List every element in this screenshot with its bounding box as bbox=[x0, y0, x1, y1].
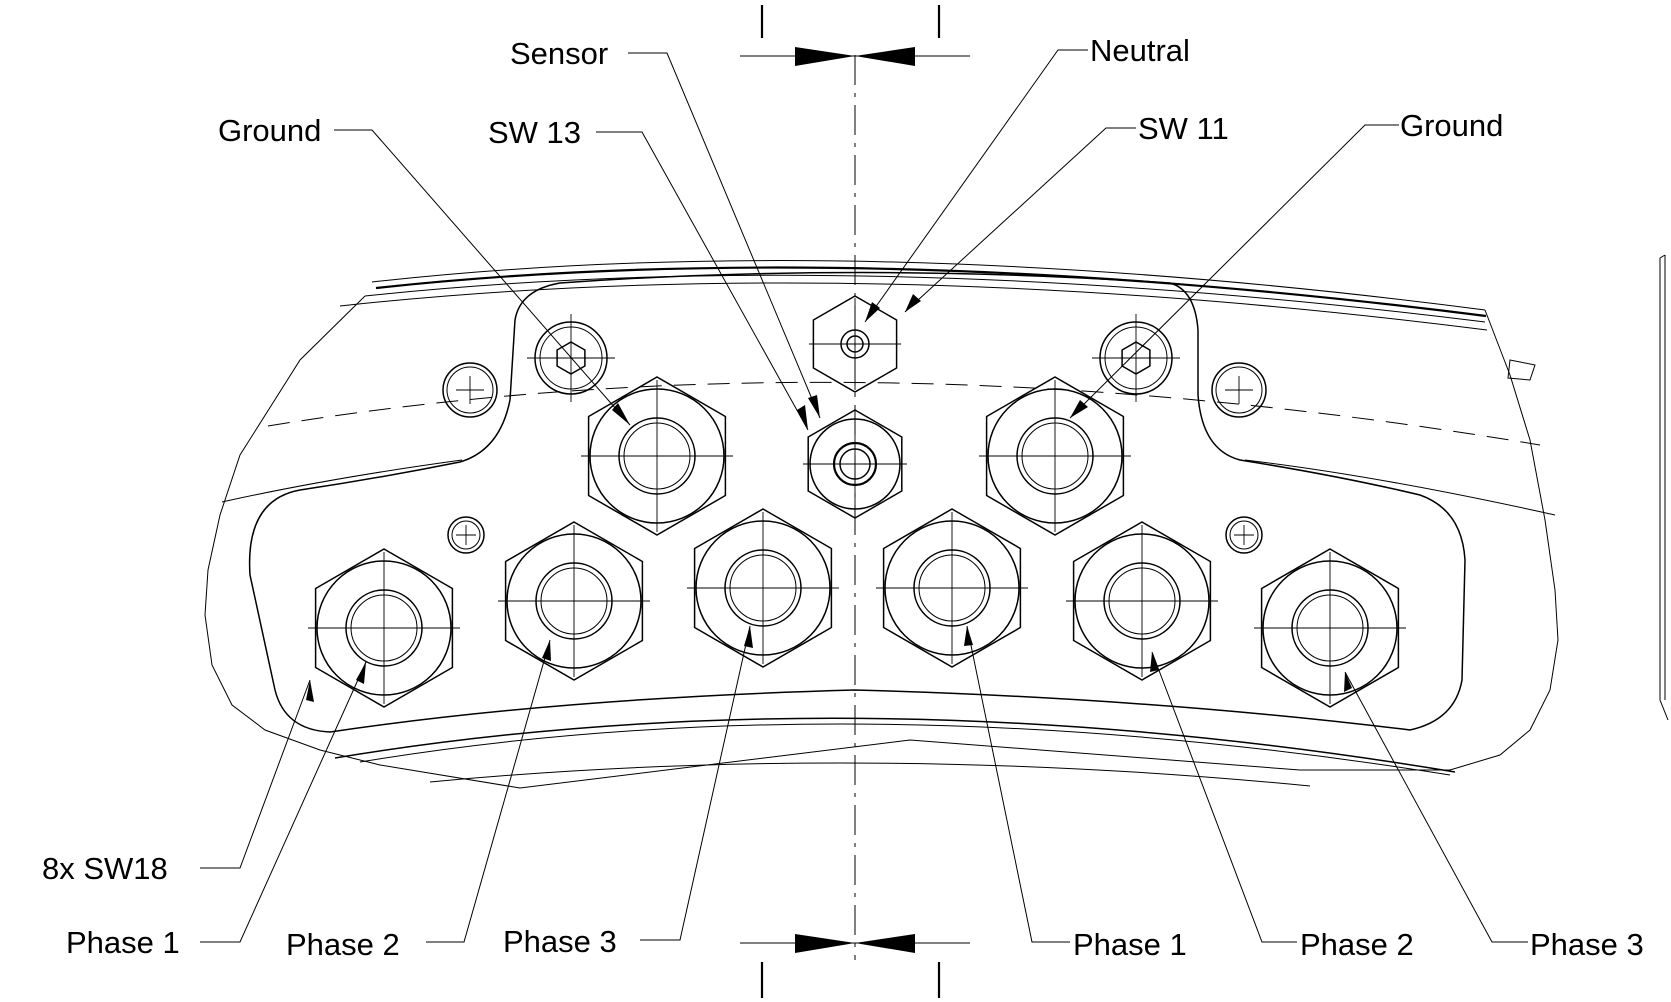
label-phase1-right: Phase 1 bbox=[1073, 927, 1187, 962]
leader-phase2-left bbox=[426, 639, 551, 943]
small-screw bbox=[447, 516, 485, 554]
label-ground-right: Ground bbox=[1400, 108, 1503, 143]
sw18-gland bbox=[1254, 548, 1406, 708]
arrow-top-right bbox=[855, 47, 915, 66]
leader-sensor bbox=[628, 52, 821, 419]
housing-outline bbox=[204, 254, 1669, 789]
label-phase3-left: Phase 3 bbox=[503, 924, 617, 959]
sw18-gland bbox=[979, 376, 1131, 536]
leader-sw18 bbox=[200, 679, 311, 869]
leader-neutral bbox=[864, 49, 1088, 323]
leader-phase1-left bbox=[200, 661, 367, 943]
bolt-circle-arc bbox=[267, 381, 1541, 446]
sw18-gland bbox=[687, 508, 839, 668]
mounting-screw bbox=[1211, 362, 1267, 418]
inner-panel bbox=[248, 271, 1541, 787]
label-sw18: 8x SW18 bbox=[42, 851, 168, 886]
small-screw bbox=[1225, 516, 1263, 554]
label-phase2-right: Phase 2 bbox=[1300, 927, 1414, 962]
leader-ground-right bbox=[1069, 124, 1399, 419]
label-sw13: SW 13 bbox=[488, 115, 581, 150]
sw18-gland bbox=[498, 521, 650, 681]
leader-phase3-left bbox=[640, 625, 751, 941]
leader-phase1-right bbox=[966, 625, 1070, 943]
leader-sw13 bbox=[596, 131, 809, 431]
label-phase3-right: Phase 3 bbox=[1530, 927, 1644, 962]
labels: Sensor Neutral Ground SW 13 SW 11 Ground… bbox=[42, 33, 1644, 962]
arrow-bottom-left bbox=[795, 934, 855, 953]
label-sensor: Sensor bbox=[510, 36, 608, 71]
leader-lines bbox=[200, 49, 1528, 943]
ground-bolt bbox=[1092, 314, 1180, 402]
leader-phase2-right bbox=[1151, 651, 1297, 943]
fittings bbox=[308, 295, 1406, 708]
sw18-gland bbox=[876, 508, 1028, 668]
label-phase1-left: Phase 1 bbox=[66, 925, 180, 960]
sw18-gland bbox=[1066, 521, 1218, 681]
sw18-gland bbox=[308, 548, 460, 708]
label-sw11: SW 11 bbox=[1138, 111, 1229, 146]
label-neutral: Neutral bbox=[1090, 33, 1190, 68]
sw13-sensor-fitting bbox=[803, 409, 907, 519]
label-phase2-left: Phase 2 bbox=[286, 927, 400, 962]
label-ground-left: Ground bbox=[218, 113, 321, 148]
arrow-bottom-right bbox=[855, 934, 915, 953]
sw11-neutral-fitting bbox=[809, 295, 901, 393]
mounting-screw bbox=[442, 362, 498, 418]
leader-ground-left bbox=[334, 129, 631, 426]
leader-phase3-right bbox=[1344, 671, 1528, 943]
arrow-top-left bbox=[795, 47, 855, 66]
leader-sw11 bbox=[904, 127, 1136, 313]
sw18-gland bbox=[581, 376, 733, 536]
